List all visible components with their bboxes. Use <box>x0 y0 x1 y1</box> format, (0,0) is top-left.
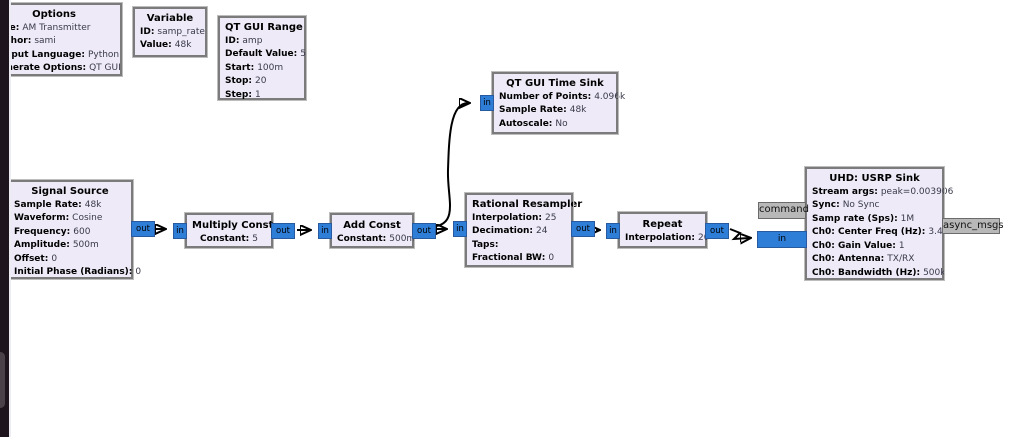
param: Samp rate (Sps):1M <box>812 213 915 224</box>
param: Author:sami <box>0 36 56 46</box>
port-out[interactable]: out <box>412 223 436 239</box>
param: Step:1 <box>225 89 261 100</box>
block-variable[interactable]: Variable ID:samp_rate Value:48k <box>132 6 208 58</box>
param: Start:100m <box>225 62 284 73</box>
param: Amplitude:500m <box>14 240 99 250</box>
param: Ch0: Bandwidth (Hz):500k <box>812 267 946 278</box>
block-qt-gui-range[interactable]: QT GUI Range ID:amp Default Value:5 Star… <box>217 15 307 101</box>
port-async-msgs[interactable]: async_msgs <box>942 218 1004 234</box>
block-qt-gui-time-sink[interactable]: in QT GUI Time Sink Number of Points:4.0… <box>480 71 626 135</box>
block-title: Multiply Const <box>192 220 274 231</box>
block-title: Options <box>32 9 76 20</box>
param: Number of Points:4.096k <box>499 91 626 102</box>
block-uhd-usrp-sink[interactable]: command in async_msgs UHD: USRP Sink Str… <box>757 166 1004 281</box>
param: ID:samp_rate <box>140 26 205 37</box>
param: Taps: <box>472 239 499 250</box>
param: Ch0: Center Freq (Hz):3.4G <box>812 227 950 237</box>
block-title: Signal Source <box>31 186 109 197</box>
block-add-const[interactable]: in out Add Const Constant:500m <box>318 212 436 249</box>
param: Generate Options:QT GUI <box>0 63 121 73</box>
param: Sample Rate:48k <box>14 199 102 210</box>
port-command[interactable]: command <box>758 202 809 219</box>
param: Default Value:5 <box>225 49 306 59</box>
param: Constant:5 <box>200 233 258 244</box>
param: Title:AM Transmitter <box>0 22 91 33</box>
wire-repeat-to-usrp[interactable] <box>729 228 749 239</box>
param: Stream args:peak=0.003906 <box>812 186 954 197</box>
port-out[interactable]: out <box>271 223 295 239</box>
param: Sync:No Sync <box>812 200 880 210</box>
port-in[interactable]: in <box>480 95 494 111</box>
port-out[interactable]: out <box>571 221 595 237</box>
port-in[interactable]: in <box>173 223 187 239</box>
param: Ch0: Antenna:TX/RX <box>812 254 915 264</box>
block-repeat[interactable]: in out Repeat Interpolation:20 <box>606 211 729 249</box>
param: Autoscale:No <box>499 118 568 129</box>
port-out[interactable]: out <box>705 223 729 239</box>
block-title: UHD: USRP Sink <box>829 173 920 184</box>
port-in[interactable]: in <box>606 223 620 239</box>
param: Ch0: Gain Value:1 <box>812 240 905 251</box>
block-rational-resampler[interactable]: in out Rational Resampler Interpolation:… <box>453 192 595 268</box>
port-in[interactable]: in <box>757 231 807 248</box>
param: ID:amp <box>225 35 263 46</box>
block-multiply-const[interactable]: in out Multiply Const Constant:5 <box>173 212 295 249</box>
param: Interpolation:20 <box>625 232 710 243</box>
param: Offset:0 <box>14 253 58 264</box>
block-signal-source[interactable]: out Signal Source Sample Rate:48k Wavefo… <box>6 179 155 280</box>
port-in[interactable]: in <box>318 223 332 239</box>
port-in[interactable]: in <box>453 221 467 237</box>
param: Frequency:600 <box>14 226 91 237</box>
block-title: Rational Resampler <box>472 199 583 210</box>
port-out[interactable]: out <box>131 221 155 237</box>
block-title: Add Const <box>343 220 401 231</box>
window-edge-handle <box>0 352 5 408</box>
wire-add-to-timesink[interactable] <box>436 103 468 227</box>
block-title: QT GUI Range <box>225 22 303 33</box>
param: Output Language:Python <box>0 49 120 60</box>
param: Stop:20 <box>225 76 267 86</box>
block-options[interactable]: Options Title:AM Transmitter Author:sami… <box>0 2 123 77</box>
param: Value:48k <box>140 40 192 50</box>
window-edge-strip <box>0 0 11 437</box>
block-title: Repeat <box>642 219 683 230</box>
block-title: QT GUI Time Sink <box>506 78 604 89</box>
param: Decimation:24 <box>472 226 548 236</box>
param: Sample Rate:48k <box>499 105 587 115</box>
param: Constant:500m <box>337 233 416 244</box>
param: Waveform:Cosine <box>14 213 103 223</box>
param: Initial Phase (Radians):0 <box>14 267 142 277</box>
block-title: Variable <box>146 13 194 24</box>
param: Fractional BW:0 <box>472 253 555 263</box>
param: Interpolation:25 <box>472 212 557 223</box>
